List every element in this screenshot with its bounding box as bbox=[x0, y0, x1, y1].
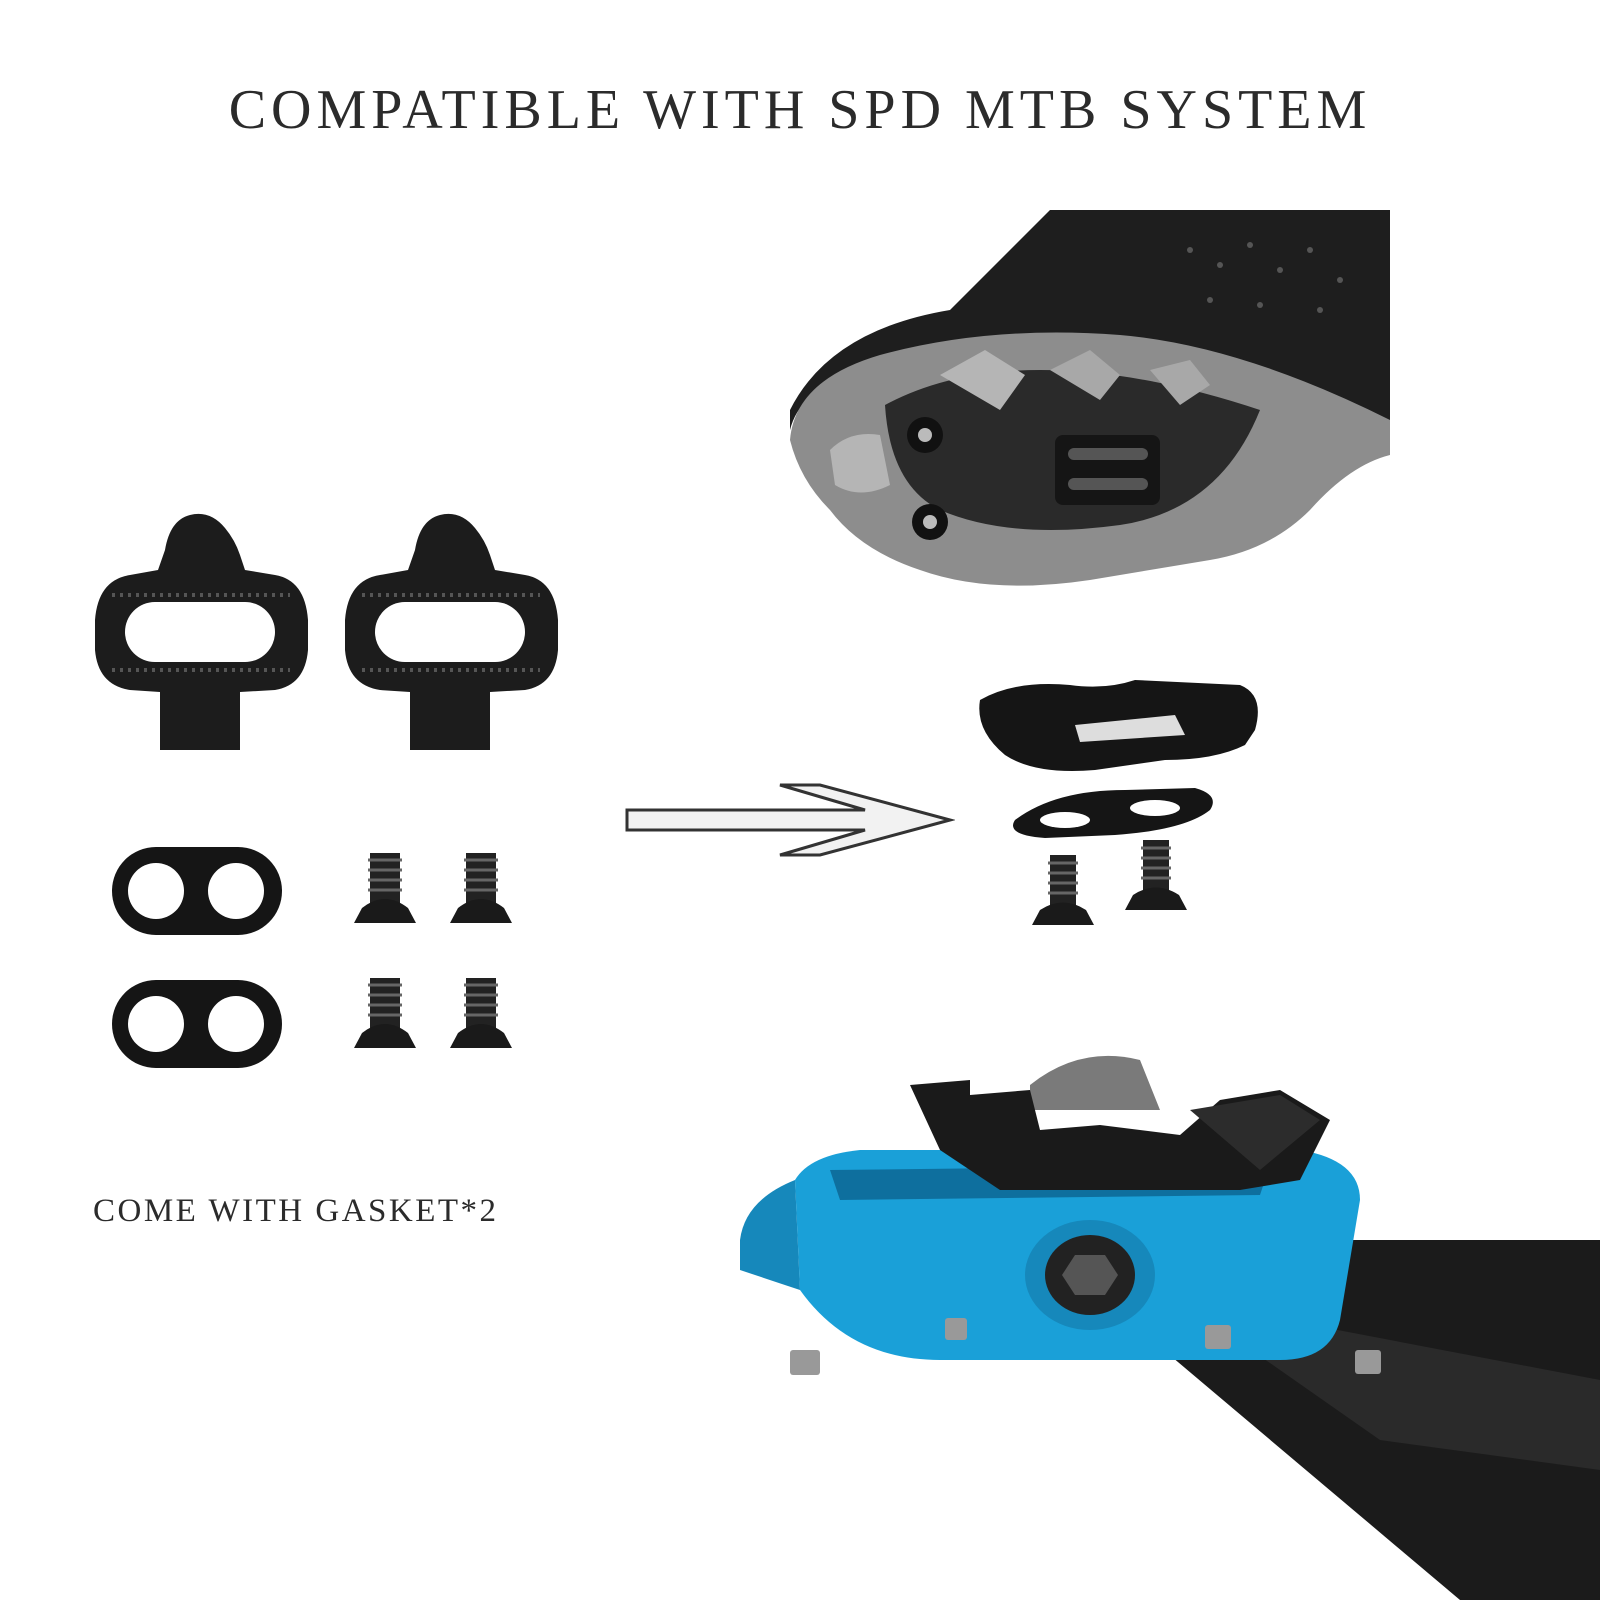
screw-icon bbox=[354, 978, 416, 1048]
arrow-right-icon bbox=[625, 783, 955, 857]
screw-icon bbox=[1032, 855, 1094, 925]
cycling-shoe-icon bbox=[790, 210, 1390, 605]
screw-icon bbox=[354, 853, 416, 923]
screw-set bbox=[354, 853, 512, 1048]
gasket-icon bbox=[1013, 788, 1213, 838]
gasket-caption: COME WITH GASKET*2 bbox=[93, 1193, 499, 1229]
cleat-pair bbox=[95, 513, 558, 750]
screw-icon bbox=[1125, 840, 1187, 910]
cleat-exploded-view bbox=[979, 680, 1258, 925]
screw-icon bbox=[450, 853, 512, 923]
cleat-icon bbox=[95, 513, 308, 750]
cleat-icon bbox=[979, 680, 1258, 771]
page-title: COMPATIBLE WITH SPD MTB SYSTEM bbox=[228, 79, 1372, 141]
screw-icon bbox=[450, 978, 512, 1048]
gasket-icon bbox=[112, 980, 282, 1068]
cleat-icon bbox=[345, 513, 558, 750]
gasket-icon bbox=[112, 847, 282, 935]
clipless-pedal-icon bbox=[740, 1055, 1600, 1600]
